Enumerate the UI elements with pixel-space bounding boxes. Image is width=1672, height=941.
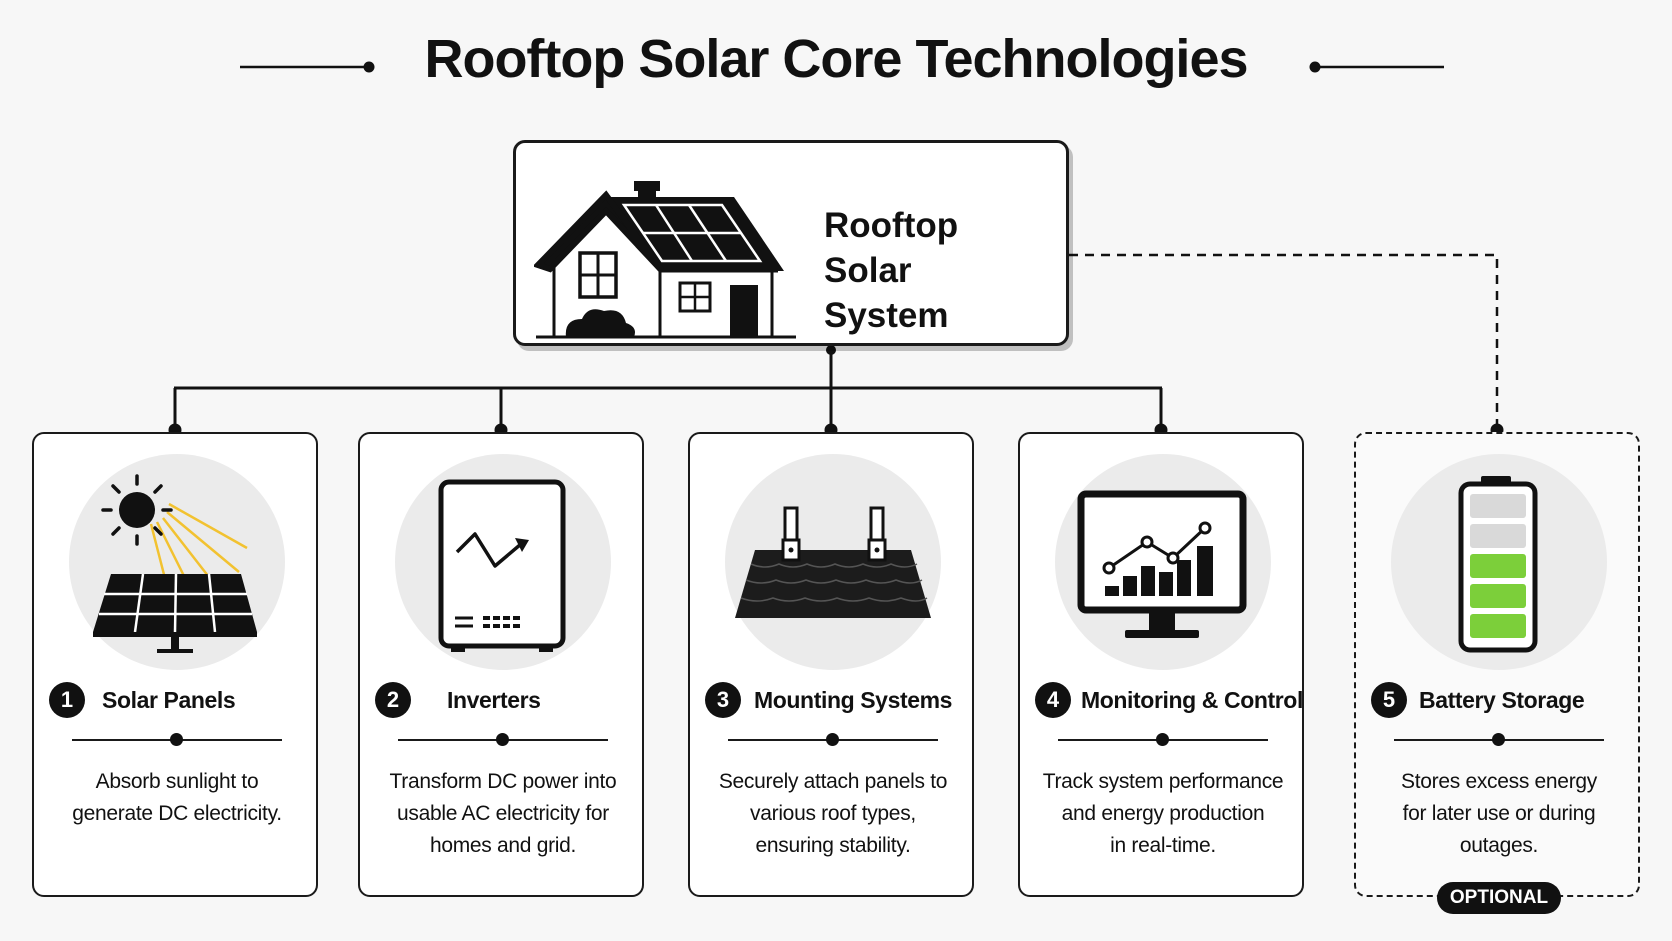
description-line: Track system performance [1042,770,1284,793]
description-line: Securely attach panels to [718,770,948,793]
card-title: Inverters [447,687,541,713]
root-title: Rooftop Solar System [824,203,1054,338]
card-description: Absorb sunlight to generate DC electrici… [42,766,312,830]
separator-dot [496,733,509,746]
component-card-solar-panels: 1 Solar Panels Absorb sunlight to genera… [32,432,318,897]
card-description: Track system performance and energy prod… [1028,766,1298,862]
component-card-battery-storage: 5 Battery Storage Stores excess energy f… [1354,432,1640,914]
description-line: and energy production [1061,802,1265,825]
optional-badge: OPTIONAL [1437,882,1561,914]
component-card-inverters: 2 Inverters Transform DC power into usab… [358,432,644,897]
title-rule-left-dot [363,61,375,73]
diagram-title: Rooftop Solar Core Technologies [424,29,1248,89]
component-card-monitoring-control: 4 Monitoring & Control Track system perf… [1018,432,1304,897]
title-rule-right-dot [1309,61,1321,73]
card-description: Transform DC power into usable AC electr… [368,766,638,862]
separator-dot [170,733,183,746]
root-node: Rooftop Solar System [513,140,1069,346]
description-line: usable AC electricity for [397,802,609,825]
optional-dashed-link [1069,253,1499,430]
card-title: Monitoring & Control [1081,687,1303,713]
description-line: ensuring stability. [755,834,911,857]
description-line: in real-time. [1110,834,1216,857]
number-badge: 5 [1371,682,1407,718]
root-title-line-2: System [824,296,949,335]
description-line: Transform DC power into [389,770,617,793]
trunk-junction-dot [826,345,836,355]
description-line: generate DC electricity. [72,802,282,825]
number-badge: 4 [1035,682,1071,718]
description-line: outages. [1459,834,1539,857]
card-title: Mounting Systems [754,687,953,713]
description-line: various roof types, [750,802,916,825]
roof-mount-icon [735,506,931,618]
number-badge: 1 [49,682,85,718]
house-with-solar-roof-icon [534,181,796,339]
separator-dot [826,733,839,746]
description-line: Absorb sunlight to [95,770,259,793]
card-description: Securely attach panels to various roof t… [698,766,968,862]
separator-dot [1492,733,1505,746]
card-description: Stores excess energy for later use or du… [1364,766,1634,862]
card-title: Battery Storage [1419,687,1585,713]
inverter-icon [438,479,566,652]
component-card-mounting-systems: 3 Mounting Systems Securely attach panel… [688,432,974,897]
description-line: for later use or during [1402,802,1596,825]
root-title-line-1: Rooftop Solar [824,206,959,290]
battery-icon [1458,476,1538,653]
description-line: Stores excess energy [1401,770,1597,793]
separator-dot [1156,733,1169,746]
solar-panel-sun-icon [93,474,257,653]
monitor-chart-icon [1077,490,1247,638]
number-badge: 2 [375,682,411,718]
number-badge: 3 [705,682,741,718]
card-title: Solar Panels [102,687,236,713]
description-line: homes and grid. [429,834,577,857]
